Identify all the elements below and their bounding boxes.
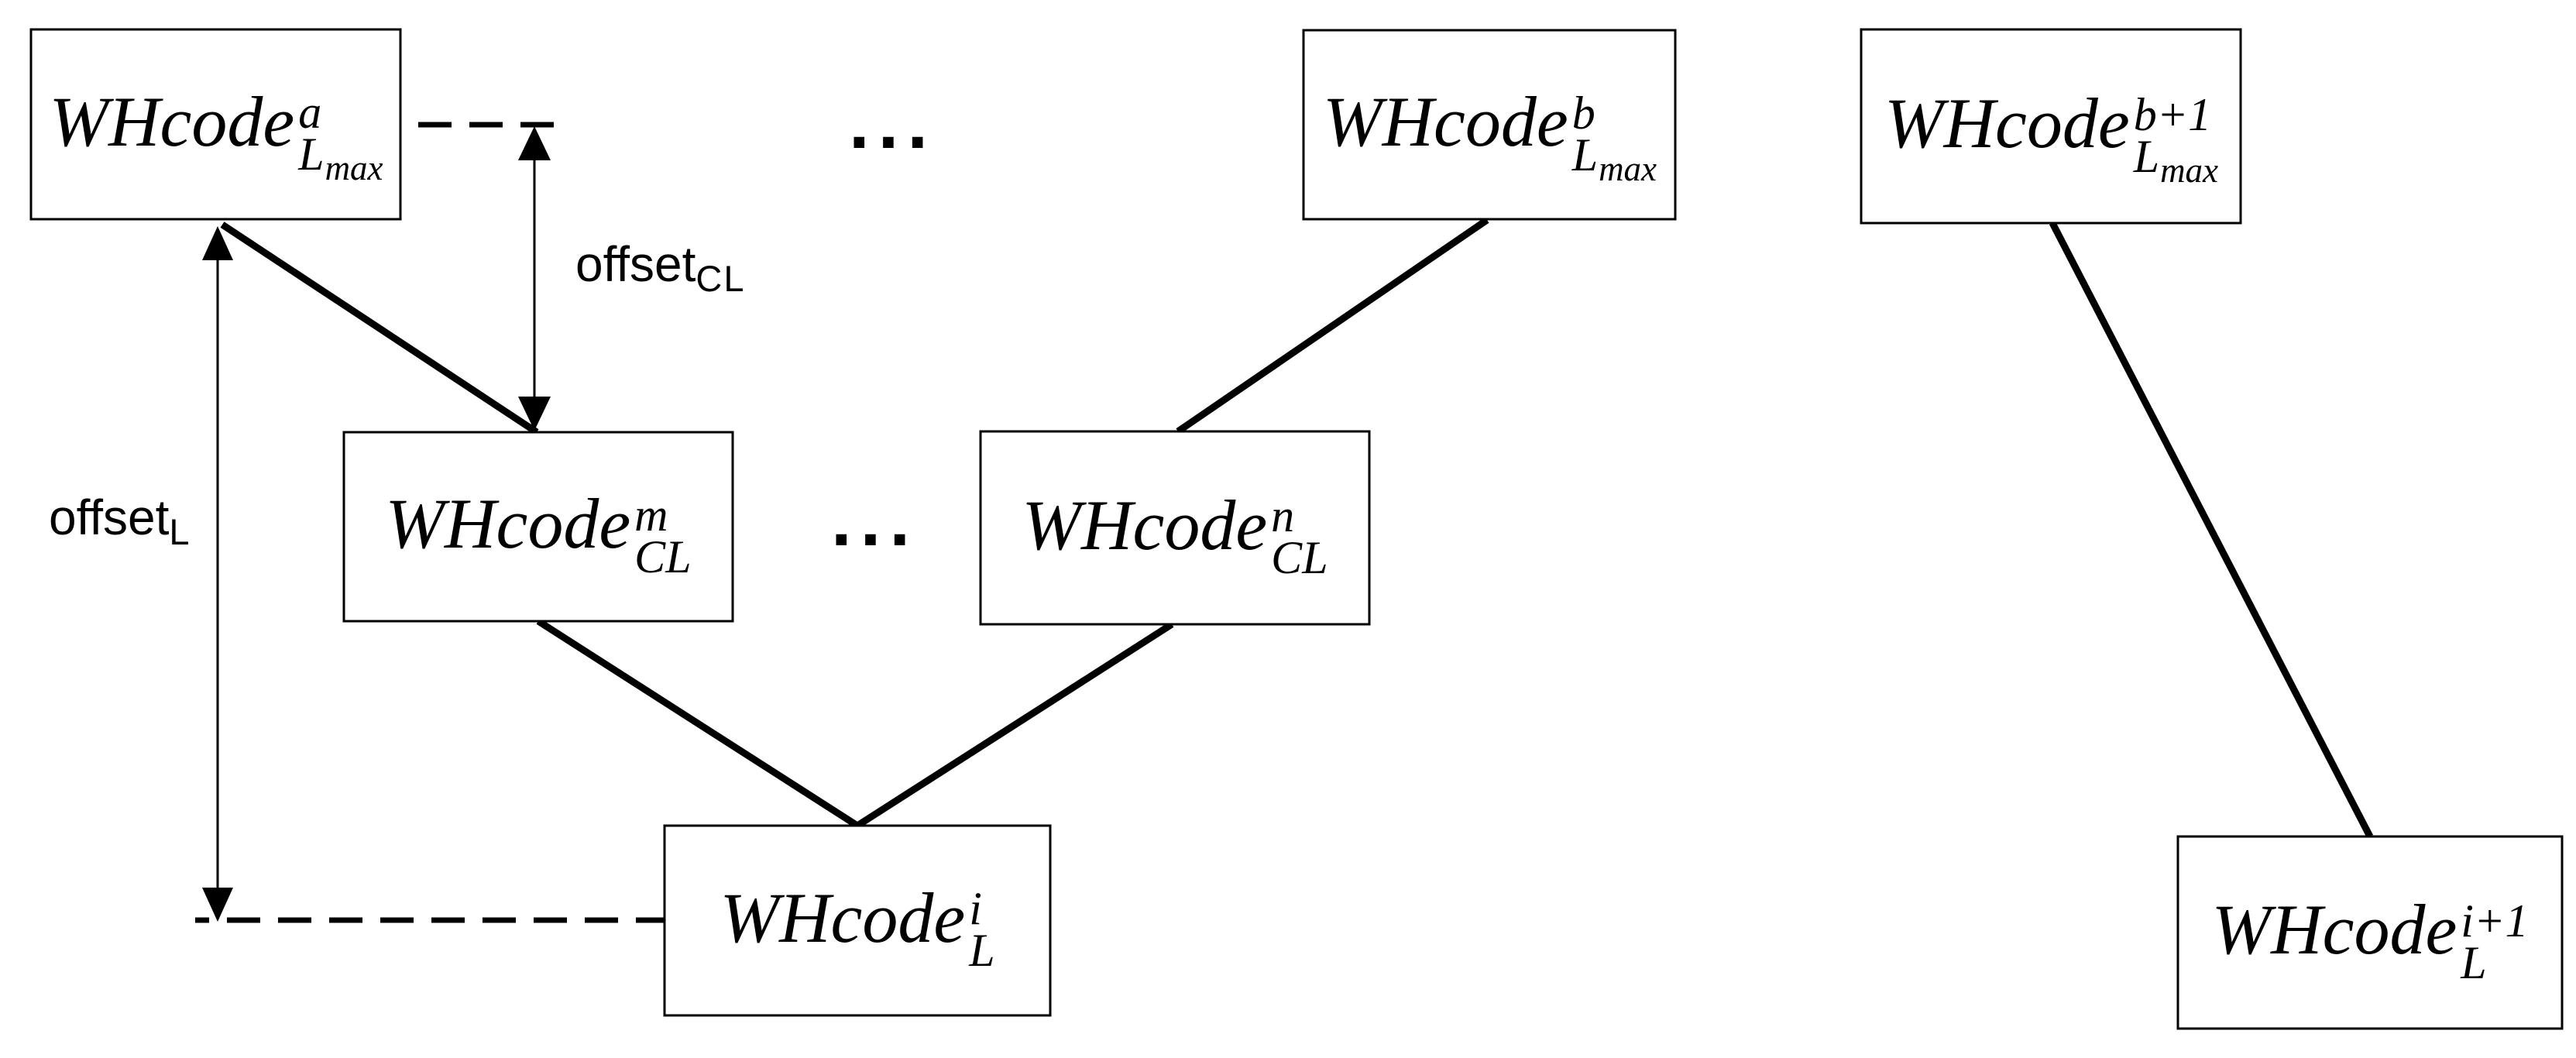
- offset-cl-arrowhead-up: [518, 126, 551, 160]
- box-bottom-center: [663, 824, 1052, 1017]
- box-bottom-right: [2176, 835, 2564, 1030]
- ellipsis-top-row: ...: [849, 81, 937, 164]
- offset-cl-label: offsetCL: [575, 236, 746, 300]
- box-top-middle: [1302, 29, 1677, 221]
- box-top-left: [29, 28, 402, 221]
- box-top-right: [1860, 28, 2242, 225]
- box-mid-left: [342, 431, 734, 623]
- edge-midright-to-bottomcenter: [855, 621, 1174, 829]
- edge-midleft-to-bottomcenter: [536, 618, 860, 829]
- edge-topleft-to-midleft: [220, 222, 539, 435]
- ellipsis-middle-row: ...: [831, 479, 919, 562]
- offset-l-arrowhead-up: [202, 226, 233, 260]
- offset-l-label: offsetL: [49, 489, 191, 553]
- box-mid-right: [979, 430, 1371, 626]
- edge-topmiddle-to-midright: [1176, 217, 1489, 435]
- offset-cl-arrowhead-down: [518, 397, 551, 431]
- offset-l-arrowhead-down: [202, 888, 233, 922]
- edge-topright-to-bottomright: [2049, 221, 2373, 839]
